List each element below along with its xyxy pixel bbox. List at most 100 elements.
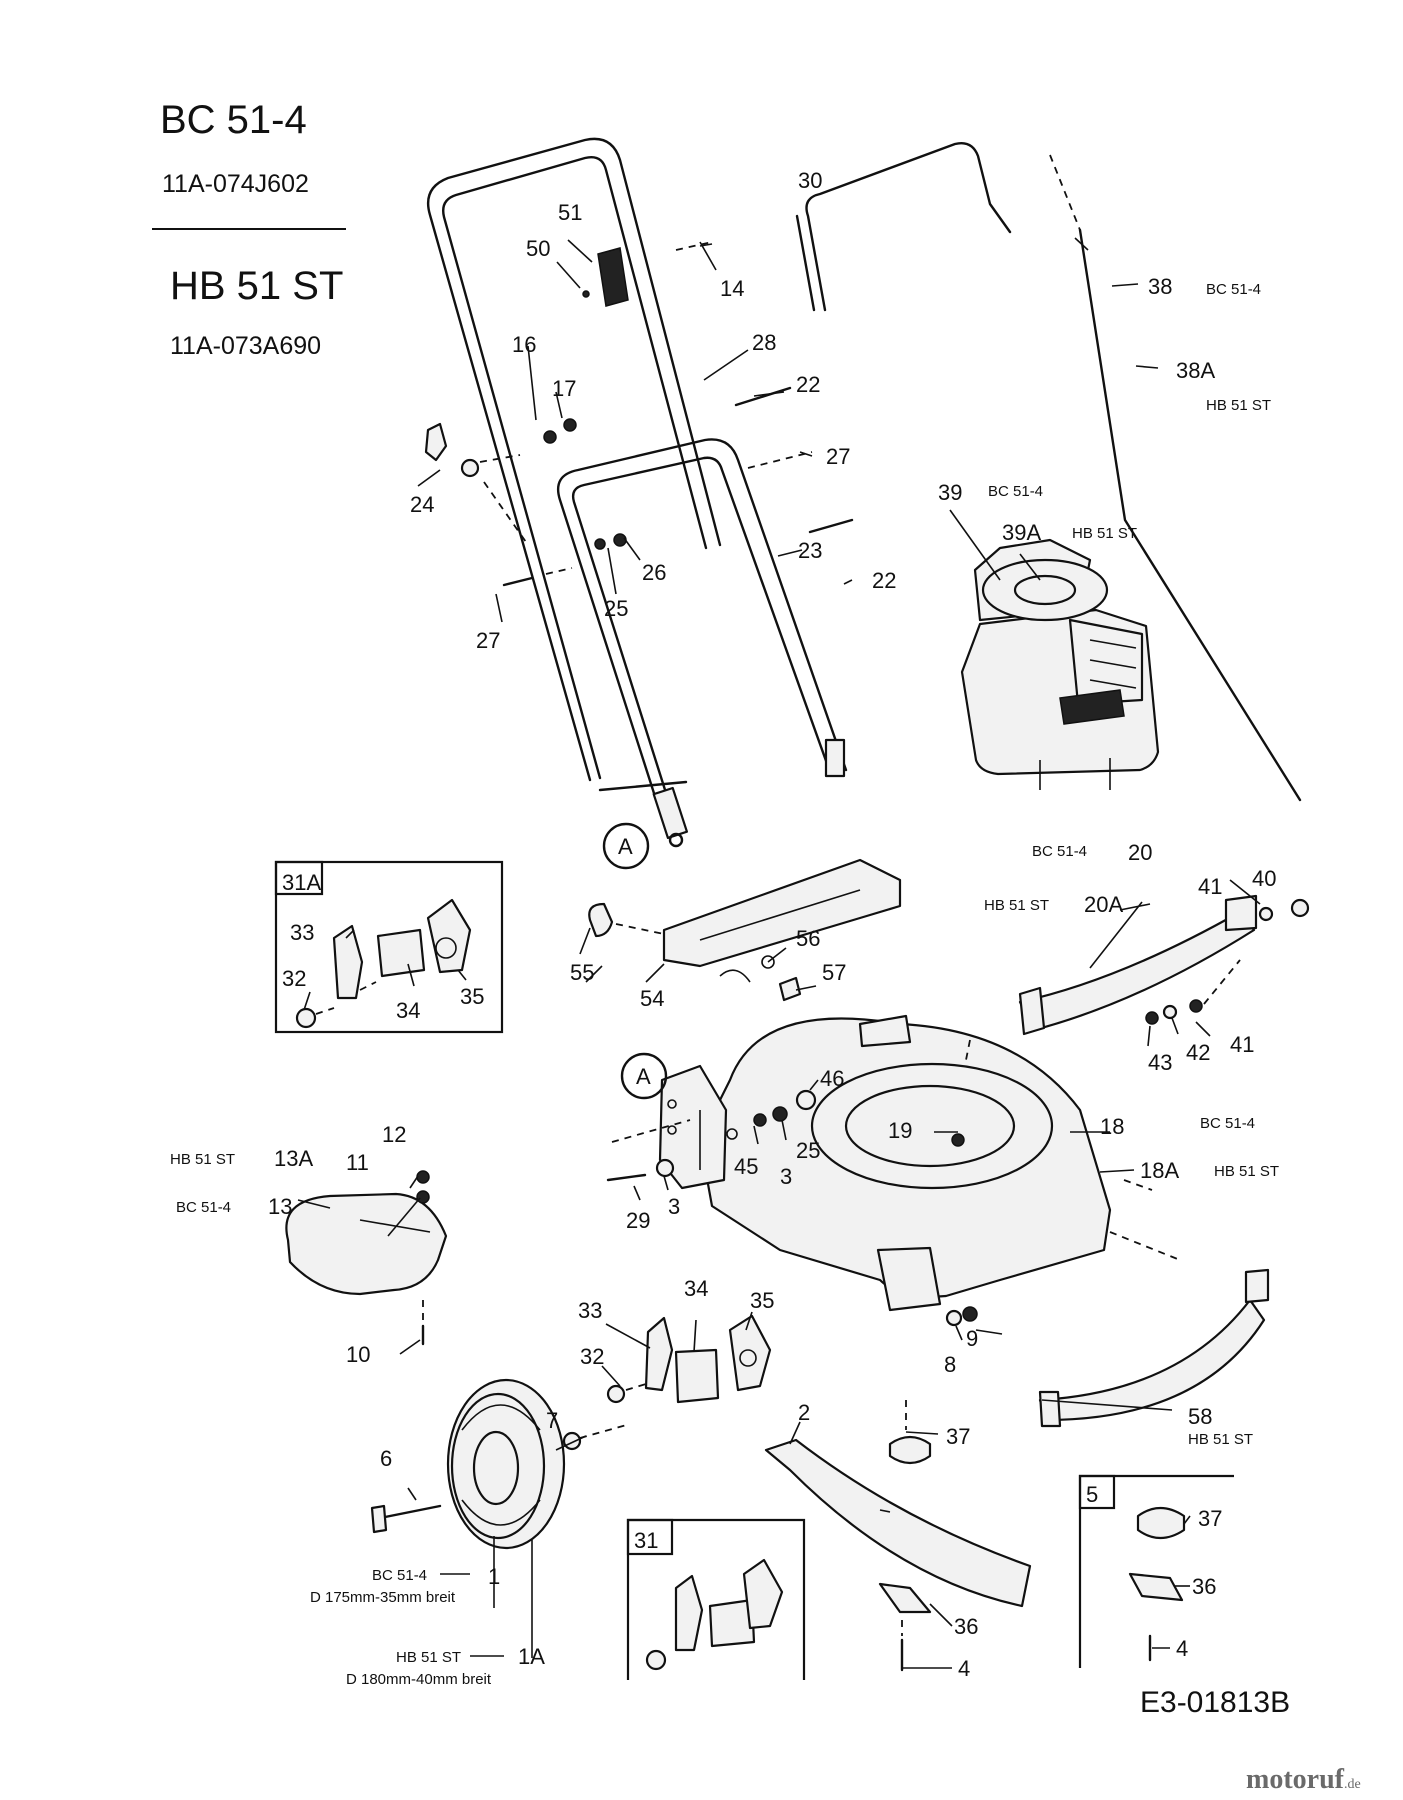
label-24: 24 [410,492,434,517]
variant-18: BC 51-4 [1200,1115,1255,1132]
label-36a: 36 [954,1614,978,1639]
leader-lines [297,239,1261,1669]
label-57: 57 [822,960,846,985]
model-code-hb51: 11A-073A690 [170,332,322,360]
label-9: 9 [966,1326,978,1351]
label-5: 5 [1086,1482,1098,1507]
label-14: 14 [720,276,744,301]
label-43: 43 [1148,1050,1172,1075]
cable-clip [424,422,448,462]
model-code-bc51: 11A-074J602 [162,170,309,198]
mower-deck [606,1014,1181,1327]
label-38: 38 [1148,274,1172,299]
label-38a: 38A [1176,358,1215,383]
label-11: 11 [346,1150,369,1175]
label-13: 13 [268,1194,292,1219]
label-19: 19 [888,1118,912,1143]
label-7: 7 [546,1408,558,1433]
variant-38a: HB 51 ST [1206,397,1271,414]
handle-bracket [652,786,689,840]
label-37b: 37 [1198,1506,1222,1531]
label-45: 45 [734,1154,758,1179]
label-58: 58 [1188,1404,1212,1429]
variant-18a: HB 51 ST [1214,1163,1279,1180]
label-10: 10 [346,1342,370,1367]
label-31: 31 [634,1528,658,1553]
label-27b: 27 [476,628,500,653]
wheel-spec-1a: D 180mm-40mm breit [346,1671,492,1688]
rear-flap [285,1170,448,1346]
header-divider [152,228,346,230]
brand-suffix: .de [1343,1777,1361,1792]
wheel-spec-1: D 175mm-35mm breit [310,1589,456,1606]
label-55: 55 [570,960,594,985]
label-35a: 35 [460,984,484,1009]
label-8: 8 [944,1352,956,1377]
model-title-bc51: BC 51-4 [160,98,307,142]
label-41a: 41 [1198,874,1222,899]
label-40: 40 [1252,866,1276,891]
label-1: 1 [488,1564,500,1589]
label-20: 20 [1128,840,1152,865]
label-18a: 18A [1140,1158,1179,1183]
label-25b: 25 [796,1138,820,1163]
label-23: 23 [798,538,822,563]
drawing-number: E3-01813B [1140,1686,1290,1719]
label-4a: 4 [958,1656,970,1681]
ref-a-label-1: A [618,834,633,859]
label-2: 2 [798,1400,810,1425]
label-34a: 34 [396,998,420,1023]
brand-watermark: motoruf.de [1246,1764,1361,1796]
label-6: 6 [380,1446,392,1471]
handle-fasteners [424,241,854,587]
brake-bar [795,142,1012,312]
label-33b: 33 [578,1298,602,1323]
brand-name: motoruf [1246,1764,1344,1795]
label-51: 51 [558,200,582,225]
lower-handle [556,438,848,848]
label-46: 46 [820,1066,844,1091]
label-31a: 31A [282,870,321,895]
variant-39a: HB 51 ST [1072,525,1137,542]
label-20a: 20A [1084,892,1123,917]
label-41b: 41 [1230,1032,1254,1057]
mulch-plug-parts [606,1314,772,1404]
label-17: 17 [552,376,576,401]
label-42: 42 [1186,1040,1210,1065]
label-22a: 22 [796,372,820,397]
variant-1a: HB 51 ST [396,1649,461,1666]
engine [960,538,1160,790]
throttle-cable [1049,154,1302,802]
cutting-blade [764,1400,1032,1672]
label-18: 18 [1100,1114,1124,1139]
label-3b: 3 [668,1194,680,1219]
variant-1: BC 51-4 [372,1567,427,1584]
label-4b: 4 [1176,1636,1188,1661]
model-title-hb51: HB 51 ST [170,264,344,308]
handle-foot [824,738,846,778]
inset-5 [1078,1474,1234,1668]
label-26: 26 [642,560,666,585]
variant-13: BC 51-4 [176,1199,231,1216]
ref-a-deck: A [620,1052,668,1100]
label-27a: 27 [826,444,850,469]
label-12: 12 [382,1122,406,1147]
label-22b: 22 [872,568,896,593]
rear-axle [588,858,902,1002]
label-56: 56 [796,926,820,951]
variant-20: BC 51-4 [1032,843,1087,860]
label-25a: 25 [604,596,628,621]
label-36b: 36 [1192,1574,1216,1599]
label-33a: 33 [290,920,314,945]
wheel [370,1378,631,1550]
label-29: 29 [626,1208,650,1233]
label-54: 54 [640,986,664,1011]
label-16: 16 [512,332,536,357]
label-37a: 37 [946,1424,970,1449]
ref-a-handle: A [602,822,650,870]
label-39a: 39A [1002,520,1041,545]
upper-handle [426,137,722,792]
inset-31 [626,1518,806,1680]
variant-38: BC 51-4 [1206,281,1261,298]
label-30: 30 [798,168,822,193]
